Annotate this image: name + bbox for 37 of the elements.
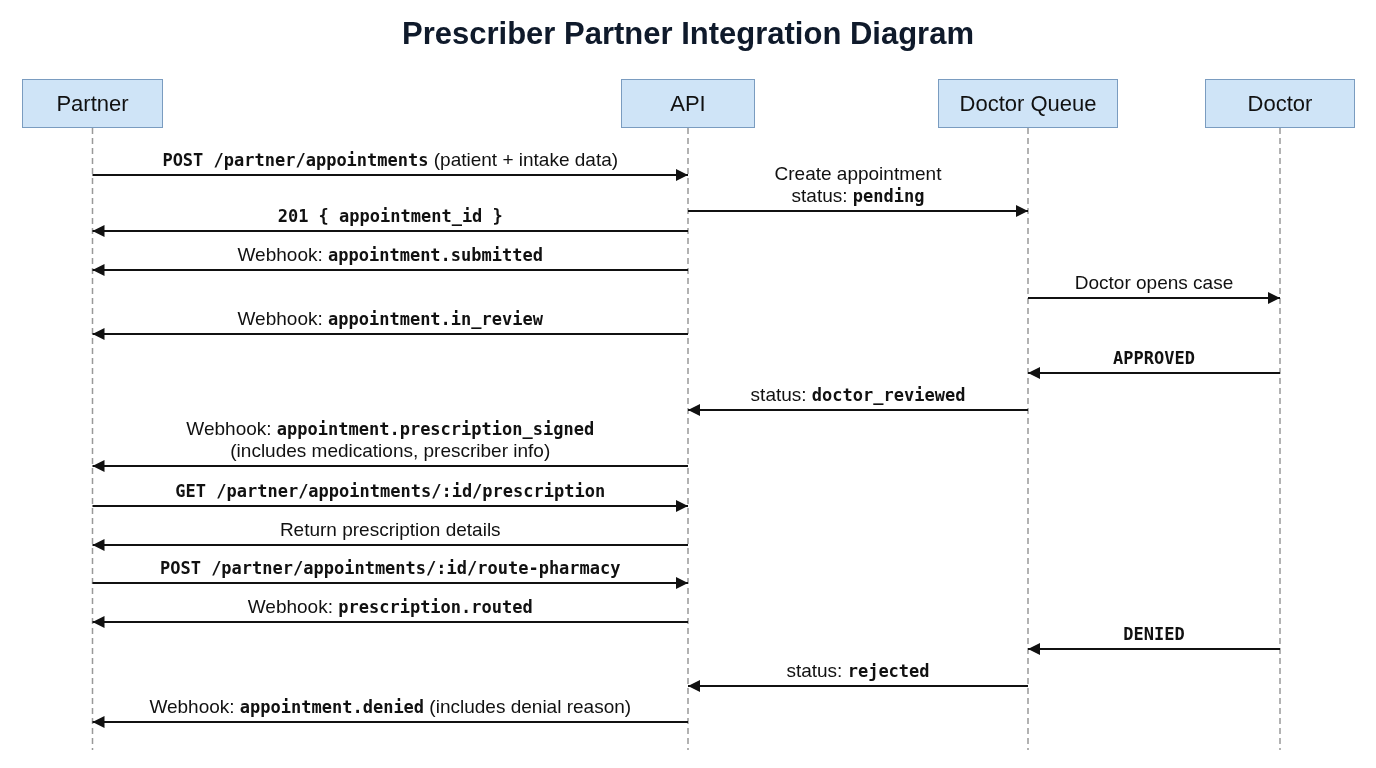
message-arrow: [91, 616, 689, 628]
message-label: APPROVED: [1112, 347, 1196, 369]
message-label: Return prescription details: [278, 519, 502, 541]
message-label: Webhook: appointment.submitted: [236, 244, 544, 266]
participant-box: Partner: [22, 79, 163, 128]
message-arrow: [91, 500, 689, 512]
participant-box: Doctor: [1205, 79, 1355, 128]
message-arrow: [91, 328, 689, 340]
message-arrow: [91, 264, 689, 276]
message-arrow: [1027, 367, 1281, 379]
message-arrow: [91, 225, 689, 237]
diagram-title: Prescriber Partner Integration Diagram: [401, 16, 975, 52]
message-label: Webhook: appointment.prescription_signed (includes medications, prescriber info): [185, 418, 596, 462]
message-arrow: [1027, 292, 1281, 304]
message-label: Create appointment status: pending: [773, 163, 943, 207]
message-label: DENIED: [1122, 623, 1186, 645]
message-arrow: [91, 539, 689, 551]
message-label: GET /partner/appointments/:id/prescription: [174, 480, 607, 502]
message-label: status: doctor_reviewed: [749, 384, 967, 406]
message-arrow: [687, 404, 1029, 416]
message-arrow: [687, 680, 1029, 692]
message-label: Webhook: appointment.in_review: [236, 308, 544, 330]
message-label: Webhook: prescription.routed: [246, 596, 534, 618]
message-arrow: [687, 205, 1029, 217]
message-arrow: [91, 716, 689, 728]
message-label: POST /partner/appointments (patient + intake data): [161, 149, 620, 171]
participant-box: API: [621, 79, 755, 128]
participant-box: Doctor Queue: [938, 79, 1118, 128]
message-arrow: [91, 460, 689, 472]
message-label: Webhook: appointment.denied (includes denial reason): [148, 696, 633, 718]
message-arrow: [91, 577, 689, 589]
message-label: Doctor opens case: [1073, 272, 1235, 294]
message-label: 201 { appointment_id }: [276, 205, 504, 227]
message-label: status: rejected: [785, 660, 931, 682]
message-label: POST /partner/appointments/:id/route-pharmacy: [158, 557, 622, 579]
message-arrow: [1027, 643, 1281, 655]
message-arrow: [91, 169, 689, 181]
